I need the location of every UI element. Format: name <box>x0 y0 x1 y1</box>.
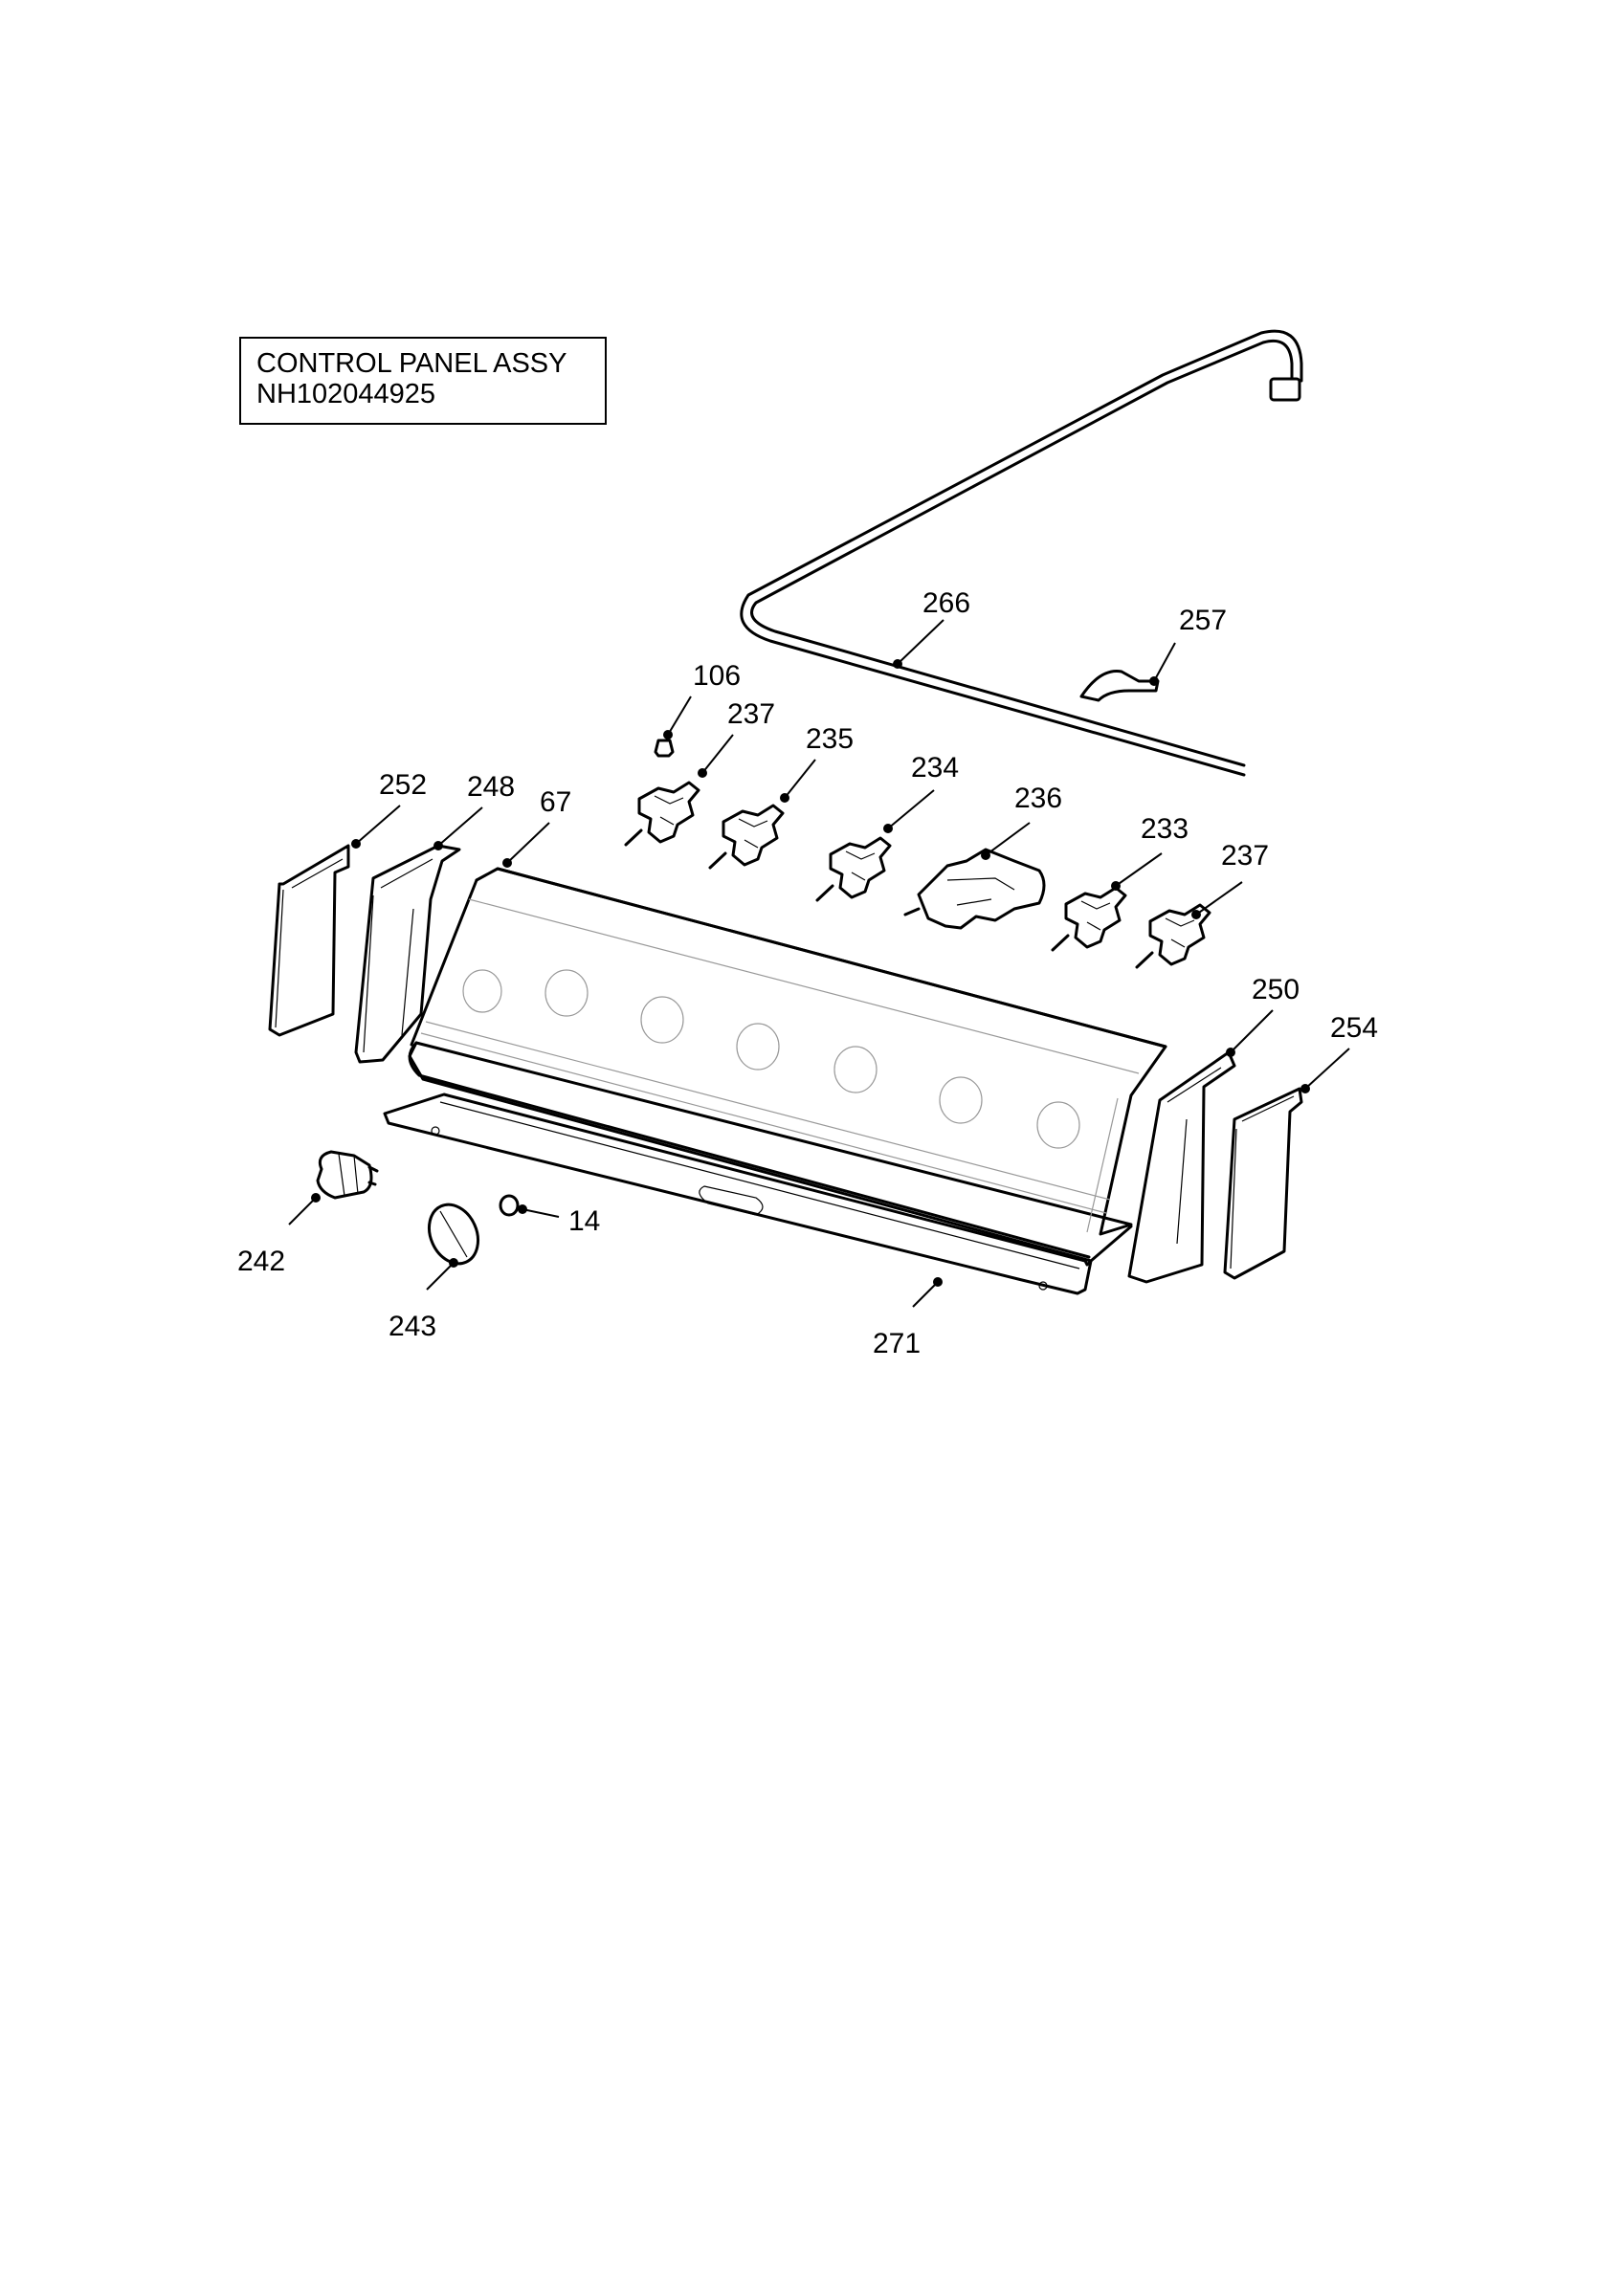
label-236: 236 <box>1014 783 1062 814</box>
gas-valve-part[interactable] <box>1051 886 1127 952</box>
gas-valve-part[interactable] <box>708 804 785 870</box>
right-end-cap-part[interactable] <box>1223 1087 1303 1280</box>
label-235: 235 <box>806 723 854 755</box>
screw-part[interactable] <box>499 1194 520 1217</box>
label-243: 243 <box>389 1311 436 1342</box>
bottom-plate-part[interactable] <box>383 1093 1093 1295</box>
leader-lines <box>288 619 1350 1308</box>
label-237: 237 <box>727 698 775 730</box>
label-266: 266 <box>922 587 970 619</box>
label-271: 271 <box>873 1328 921 1359</box>
label-106: 106 <box>693 660 741 692</box>
control-panel-part[interactable] <box>408 867 1167 1263</box>
label-252: 252 <box>379 769 427 801</box>
diagram-title-box: CONTROL PANEL ASSY NH102044925 <box>239 337 607 425</box>
part-labels: 266 257 106 237 235 234 236 233 237 252 … <box>237 587 1378 1359</box>
assembly-name: CONTROL PANEL ASSY <box>256 348 567 379</box>
label-242: 242 <box>237 1246 285 1277</box>
ignition-switch-part[interactable] <box>316 1150 379 1200</box>
assembly-part-number: NH102044925 <box>256 379 436 409</box>
gas-valve-part[interactable] <box>1135 903 1211 969</box>
label-67: 67 <box>540 786 571 818</box>
clip-part[interactable] <box>1079 670 1160 702</box>
left-end-cap-part[interactable] <box>268 844 350 1037</box>
label-254: 254 <box>1330 1012 1378 1044</box>
right-bracket-part[interactable] <box>1127 1050 1236 1284</box>
leader-dots <box>311 659 1310 1287</box>
control-knob-part[interactable] <box>420 1197 487 1271</box>
label-237: 237 <box>1221 840 1269 872</box>
left-bracket-part[interactable] <box>354 844 461 1064</box>
label-248: 248 <box>467 771 515 803</box>
nut-part[interactable] <box>654 739 675 758</box>
label-14: 14 <box>568 1205 600 1237</box>
label-250: 250 <box>1252 974 1300 1005</box>
gas-pipe-part[interactable] <box>740 329 1303 777</box>
label-257: 257 <box>1179 605 1227 636</box>
label-233: 233 <box>1141 813 1189 845</box>
thermostat-valve-part[interactable] <box>903 848 1046 930</box>
gas-valve-part[interactable] <box>624 781 700 847</box>
label-234: 234 <box>911 752 959 784</box>
gas-valve-part[interactable] <box>815 836 892 902</box>
